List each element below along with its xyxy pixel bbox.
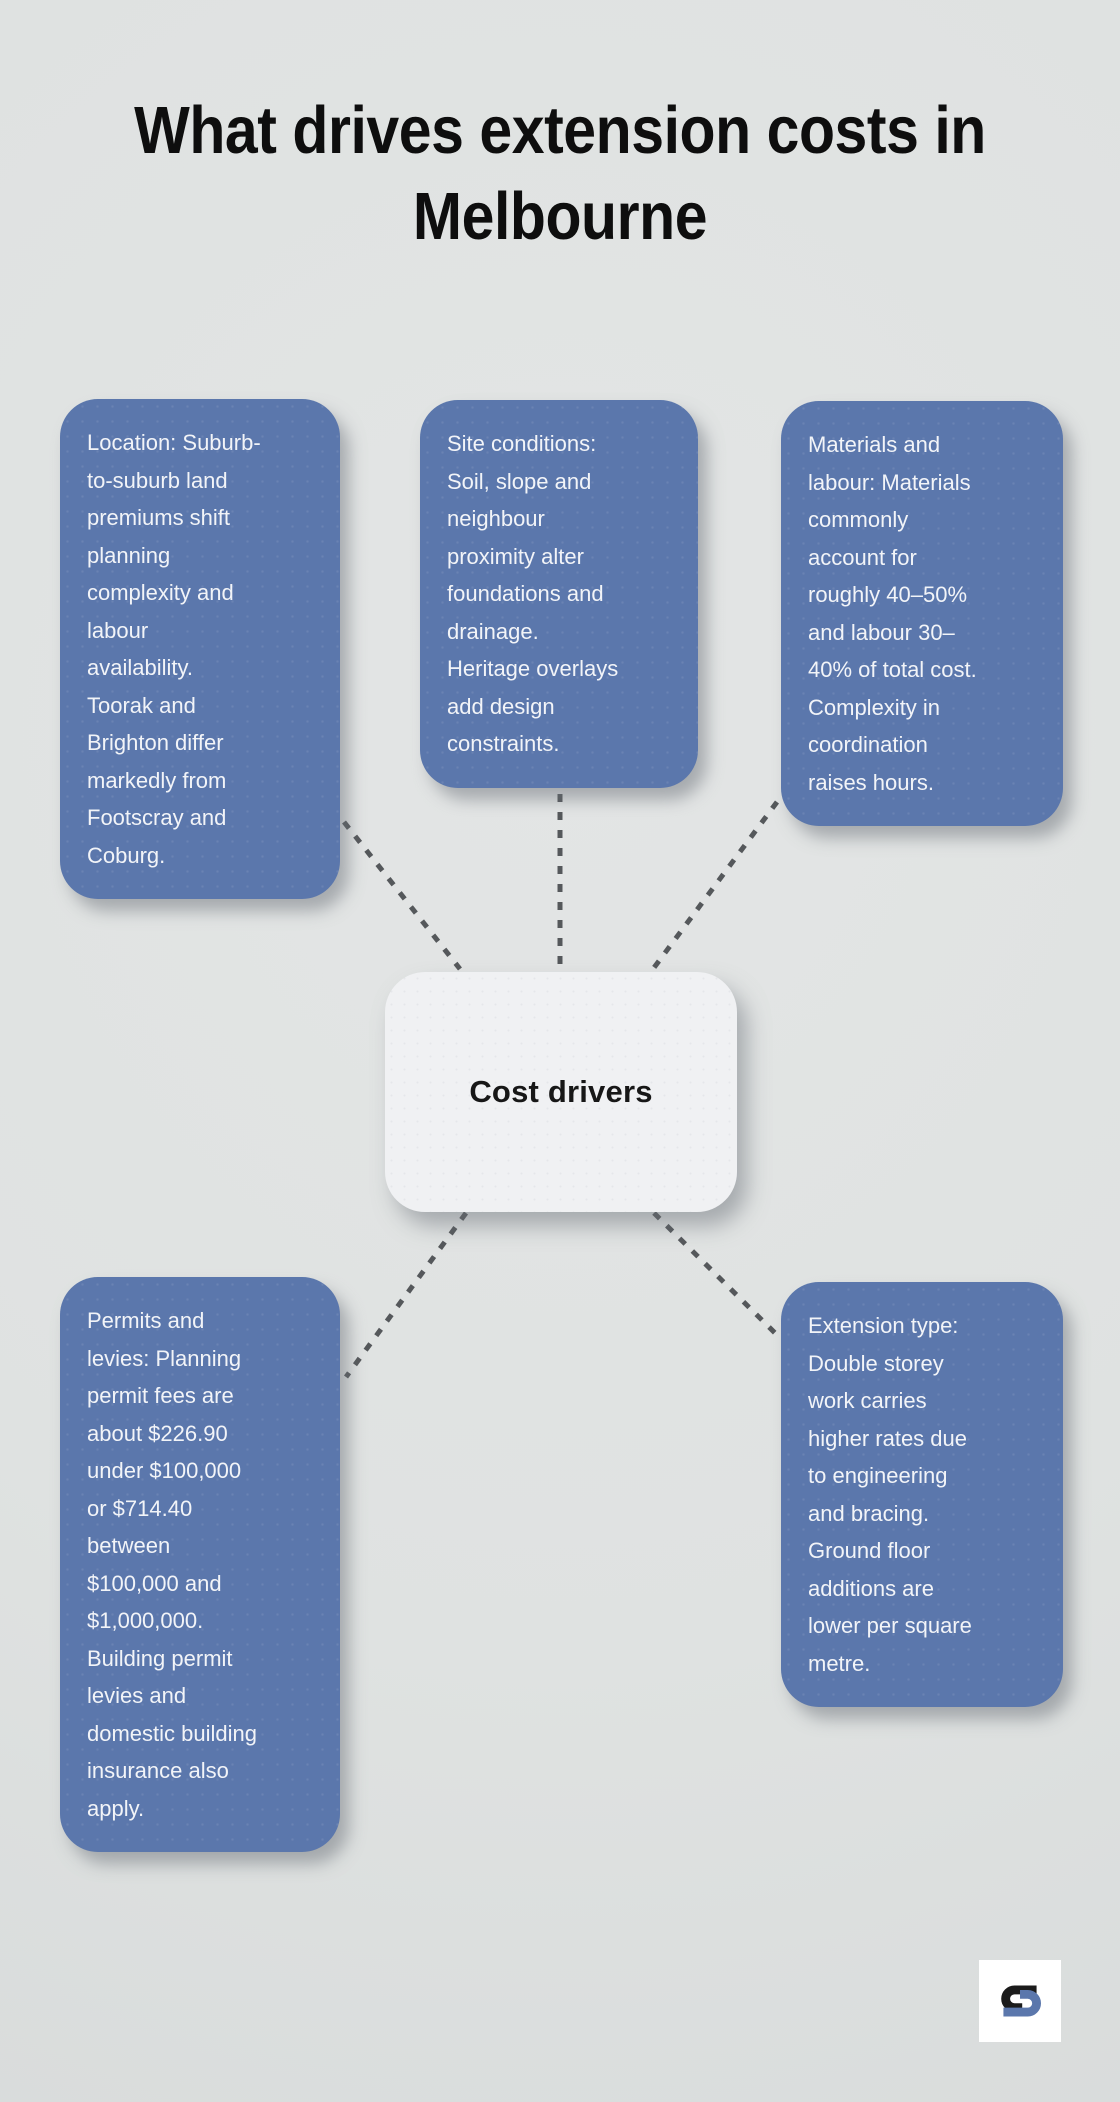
node-location-text: Location: Suburb- to-suburb land premium… [87, 430, 261, 868]
connector-materials-labour [650, 800, 780, 971]
page-title: What drives extension costs in Melbourne [67, 88, 1053, 260]
logo-top-hook [1001, 1985, 1037, 2013]
node-permits-levies-text: Permits and levies: Planning permit fees… [87, 1308, 257, 1821]
node-permits-levies: Permits and levies: Planning permit fees… [60, 1277, 340, 1852]
connector-location [342, 820, 462, 971]
center-node-label: Cost drivers [469, 1074, 653, 1109]
logo-bottom-hook [1003, 1989, 1041, 2017]
node-extension-type: Extension type: Double storey work carri… [781, 1282, 1063, 1707]
node-materials-labour-text: Materials and labour: Materials commonly… [808, 432, 977, 795]
node-site-conditions-text: Site conditions: Soil, slope and neighbo… [447, 431, 619, 756]
node-materials-labour: Materials and labour: Materials commonly… [781, 401, 1063, 826]
title-line-2: Melbourne [412, 179, 708, 254]
connector-extension-type [652, 1211, 778, 1336]
s-monogram-icon [1001, 1985, 1041, 2017]
center-node: Cost drivers [385, 972, 737, 1212]
node-location: Location: Suburb- to-suburb land premium… [60, 399, 340, 899]
connector-permits-levies [343, 1211, 469, 1379]
node-extension-type-text: Extension type: Double storey work carri… [808, 1313, 972, 1676]
node-site-conditions: Site conditions: Soil, slope and neighbo… [420, 400, 698, 788]
brand-logo [979, 1960, 1061, 2042]
title-line-1: What drives extension costs in [134, 93, 986, 168]
